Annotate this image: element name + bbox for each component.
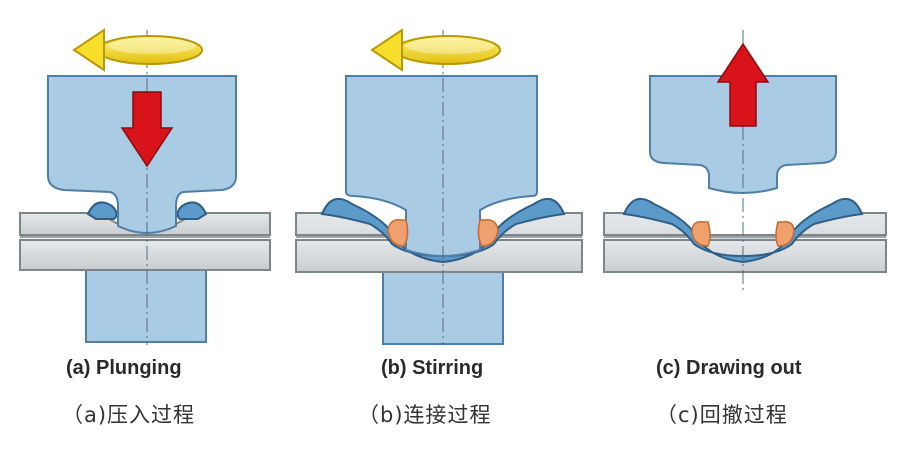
stir-zone-left [387,218,409,247]
counter-clockwise-rotation-arrow [72,28,203,72]
displaced-material [86,201,208,220]
caption-plunging: (a) Plunging [66,357,182,379]
workpiece-sheets [603,212,887,273]
stir-zone-left [691,220,711,247]
caption-stirring: (b) Stirring [381,357,484,379]
stir-zone-right [775,220,795,247]
caption-drawing-out: (c) Drawing out [656,357,802,379]
caption-drawing-out-zh: （c)回撤过程 [656,403,788,427]
caption-stirring-zh: （b)连接过程 [358,403,492,427]
workpiece-sheets [19,212,271,271]
lower-anvil [85,269,207,343]
counter-clockwise-rotation-arrow [370,28,501,72]
panel-drawing-out [603,30,887,290]
plunge-down-arrow [120,91,174,168]
rotating-tool [345,75,538,257]
withdraw-up-arrow [716,42,770,127]
stir-zone-right [477,218,499,247]
panel-stirring [295,28,583,345]
panel-plunging [19,28,271,345]
caption-plunging-zh: （a)压入过程 [62,403,196,427]
